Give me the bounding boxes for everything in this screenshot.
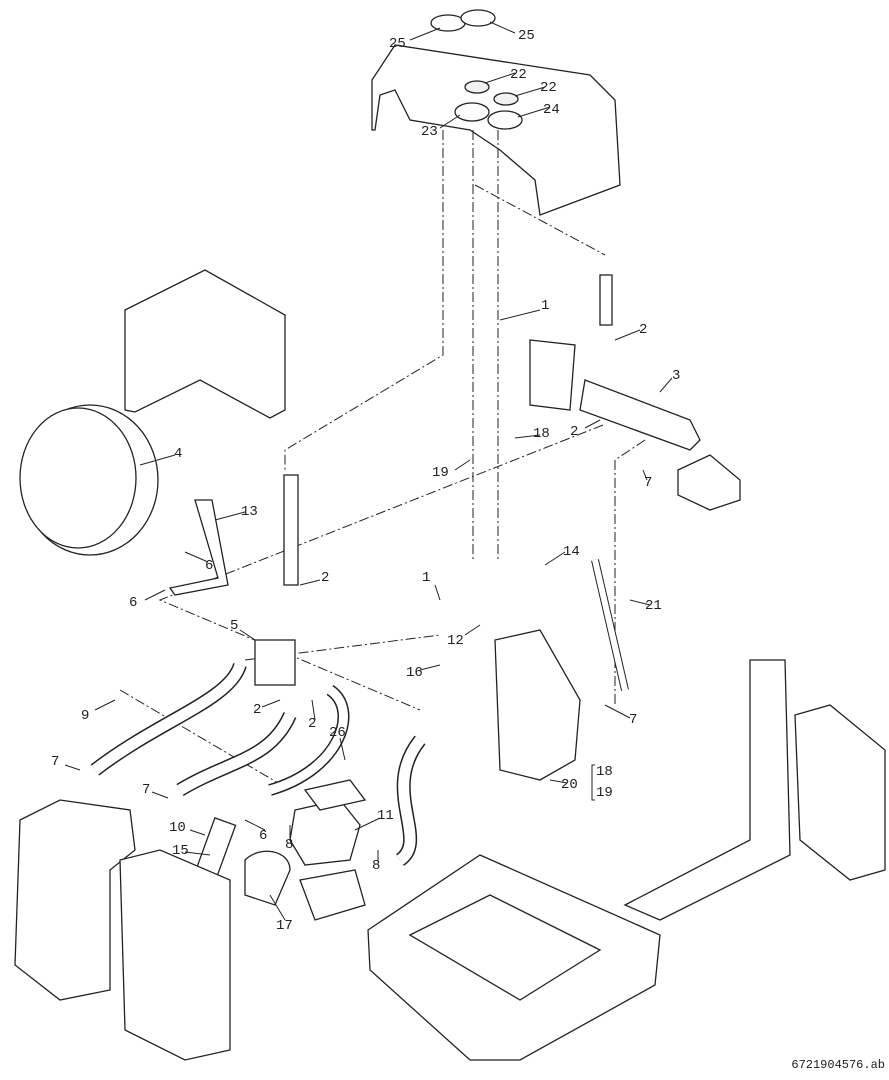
callout-8: 8 <box>285 837 294 853</box>
callout-25: 25 <box>518 28 535 44</box>
callout-7: 7 <box>142 782 151 798</box>
sensor-bracket <box>529 339 576 411</box>
callout-11: 11 <box>377 808 394 824</box>
callout-19: 19 <box>432 465 449 481</box>
callout-26: 26 <box>329 725 346 741</box>
gasket-22 <box>493 92 519 106</box>
pump-11 <box>289 799 361 866</box>
disc-23 <box>454 102 490 122</box>
callout-8: 8 <box>372 858 381 874</box>
manifold-3 <box>579 379 701 451</box>
callout-22: 22 <box>540 80 557 96</box>
bracket-7 <box>677 454 741 511</box>
insulation-strip <box>623 659 791 921</box>
callout-18: 18 <box>533 426 550 442</box>
disc-24 <box>487 110 523 130</box>
front-casing-right <box>119 849 231 1061</box>
callout-6: 6 <box>129 595 138 611</box>
gasket-22 <box>464 80 490 94</box>
callout-10: 10 <box>169 820 186 836</box>
callout-9: 9 <box>81 708 90 724</box>
callout-25: 25 <box>389 36 406 52</box>
callout-6: 6 <box>205 558 214 574</box>
top-cover <box>371 44 621 216</box>
callout-2: 2 <box>570 424 579 440</box>
callout-2: 2 <box>308 716 317 732</box>
callout-1: 1 <box>541 298 550 314</box>
insulation-panel <box>124 269 286 419</box>
insulation-panel-right <box>794 704 886 881</box>
callout-19: 19 <box>596 785 613 801</box>
callout-12: 12 <box>447 633 464 649</box>
callout-24: 24 <box>543 102 560 118</box>
callout-18: 18 <box>596 764 613 780</box>
callout-23: 23 <box>421 124 438 140</box>
callout-7: 7 <box>51 754 60 770</box>
pipe-2 <box>283 474 299 586</box>
callout-2: 2 <box>253 702 262 718</box>
callout-16: 16 <box>406 665 423 681</box>
callout-21: 21 <box>645 598 662 614</box>
valve-5 <box>254 639 296 686</box>
cover-17 <box>244 850 291 906</box>
pipe-13 <box>168 499 229 596</box>
callout-2: 2 <box>321 570 330 586</box>
callout-15: 15 <box>172 843 189 859</box>
pipe-stub <box>599 274 613 326</box>
callout-5: 5 <box>230 618 239 634</box>
callout-2: 2 <box>639 322 648 338</box>
callout-7: 7 <box>629 712 638 728</box>
front-casing-left <box>14 799 136 1001</box>
pump-clip <box>299 869 366 921</box>
callout-1: 1 <box>422 570 431 586</box>
callout-22: 22 <box>510 67 527 83</box>
plate-heat-exchanger-20 <box>494 629 581 781</box>
callout-4: 4 <box>174 446 183 462</box>
callout-17: 17 <box>276 918 293 934</box>
callout-6: 6 <box>259 828 268 844</box>
washer-25 <box>460 9 496 27</box>
callout-20: 20 <box>561 777 578 793</box>
washer-25 <box>430 14 466 32</box>
pump-bracket <box>303 779 367 811</box>
drawing-code: 6721904576.ab <box>791 1058 885 1072</box>
callout-3: 3 <box>672 368 681 384</box>
callout-7: 7 <box>644 475 653 491</box>
callout-13: 13 <box>241 504 258 520</box>
callout-14: 14 <box>563 544 580 560</box>
